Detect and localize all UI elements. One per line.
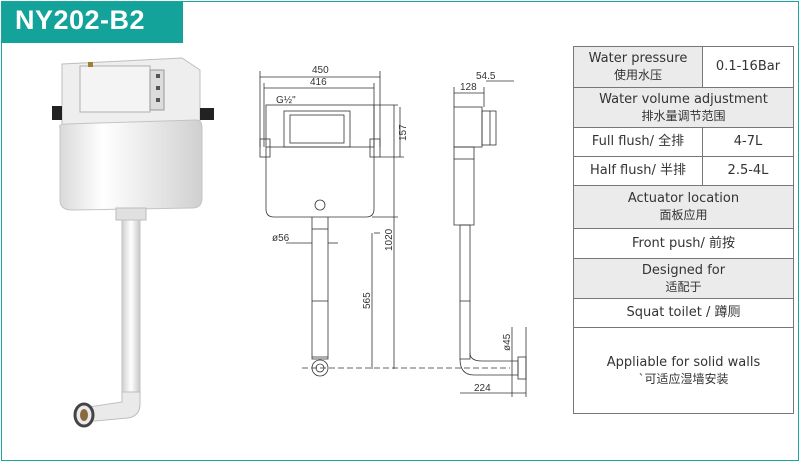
designed-header: Designed for 适配于 [573, 258, 794, 299]
full-flush-value: 4-7L [702, 127, 794, 157]
dim-128: 128 [460, 82, 477, 93]
dim-54-5: 54.5 [476, 71, 496, 82]
walls-cell: Appliable for solid walls `可适应湿墙安装 [573, 327, 794, 414]
product-title: NY202-B2 [15, 5, 146, 35]
dim-224: 224 [474, 383, 491, 394]
designed-value: Squat toilet / 蹲厕 [573, 298, 794, 328]
dim-565: 565 [362, 292, 373, 309]
full-flush-label: Full flush/ 全排 [573, 127, 703, 157]
half-flush-label: Half flush/ 半排 [573, 156, 703, 186]
dim-o56: ø56 [272, 233, 290, 244]
thread-size: G½" [276, 95, 296, 106]
dim-416: 416 [310, 77, 327, 88]
pressure-value: 0.1-16Bar [702, 46, 794, 88]
volume-header: Water volume adjustment 排水量调节范围 [573, 87, 794, 128]
pressure-label: Water pressure 使用水压 [573, 46, 703, 88]
actuator-header: Actuator location 面板应用 [573, 185, 794, 229]
title-bar: NY202-B2 [2, 2, 183, 43]
spec-table: Water pressure 使用水压 0.1-16Bar Water volu… [573, 46, 794, 414]
dim-157: 157 [398, 124, 409, 141]
dim-o45: ø45 [502, 333, 513, 351]
half-flush-value: 2.5-4L [702, 156, 794, 186]
dim-1020: 1020 [384, 228, 395, 251]
dim-450: 450 [312, 65, 329, 76]
product-image [52, 57, 214, 428]
technical-drawing: 450 416 54.5 128 G½" ø56 224 157 1020 56… [259, 65, 527, 397]
actuator-value: Front push/ 前按 [573, 228, 794, 259]
